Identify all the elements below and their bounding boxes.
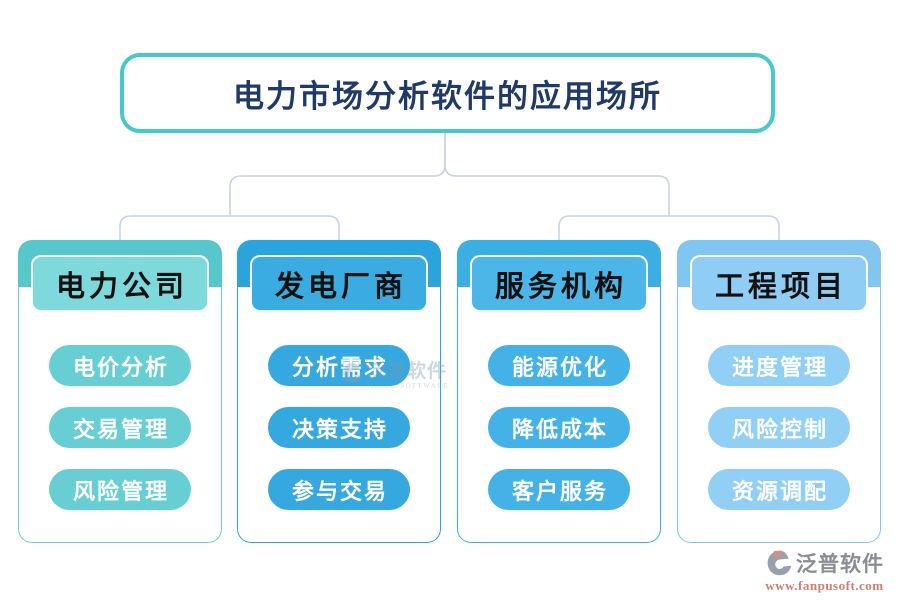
item-button[interactable]: 分析需求	[268, 345, 410, 386]
column-header-label: 服务机构	[494, 270, 627, 303]
item-button[interactable]: 客户服务	[488, 469, 630, 510]
brand-footer: 泛普软件 www.fanpusoft.com	[765, 548, 884, 594]
diagram-title: 电力市场分析软件的应用场所	[233, 78, 662, 114]
column-service-agencies: 服务机构 能源优化 降低成本 客户服务	[457, 240, 661, 543]
item-button[interactable]: 进度管理	[708, 345, 850, 386]
column-header: 服务机构	[470, 255, 648, 312]
column-power-company: 电力公司 电价分析 交易管理 风险管理	[18, 240, 222, 543]
item-button[interactable]: 风险管理	[49, 469, 191, 510]
item-button[interactable]: 能源优化	[488, 345, 630, 386]
column-header-label: 电力公司	[55, 270, 188, 303]
item-button[interactable]: 降低成本	[488, 407, 630, 448]
column-header: 发电厂商	[250, 255, 428, 312]
diagram-title-box: 电力市场分析软件的应用场所	[120, 53, 775, 133]
column-header-label: 工程项目	[714, 270, 847, 303]
item-button[interactable]: 电价分析	[49, 345, 191, 386]
column-generators: 发电厂商 分析需求 决策支持 参与交易	[237, 240, 441, 543]
fanpu-logo-icon	[767, 550, 792, 576]
brand-url[interactable]: www.fanpusoft.com	[765, 578, 884, 593]
column-engineering-projects: 工程项目 进度管理 风险控制 资源调配	[677, 240, 881, 543]
column-header: 工程项目	[690, 255, 868, 312]
column-header: 电力公司	[31, 255, 209, 312]
brand-name: 泛普软件	[796, 552, 884, 576]
item-button[interactable]: 资源调配	[708, 469, 850, 510]
item-button[interactable]: 决策支持	[268, 407, 410, 448]
item-button[interactable]: 参与交易	[268, 469, 410, 510]
item-button[interactable]: 风险控制	[708, 407, 850, 448]
item-button[interactable]: 交易管理	[49, 407, 191, 448]
column-header-label: 发电厂商	[274, 270, 407, 303]
